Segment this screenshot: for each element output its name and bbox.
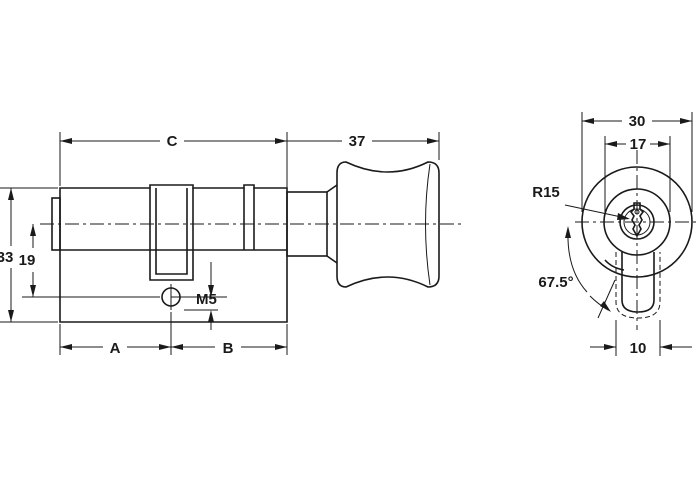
dimension-30: 30 bbox=[581, 112, 693, 212]
front-view: 30 17 R15 67.5° bbox=[532, 112, 699, 357]
dim-19-label: 19 bbox=[19, 252, 36, 269]
dimension-a: A bbox=[59, 312, 172, 357]
dimension-m5: M5 bbox=[171, 262, 227, 330]
side-view: C 37 33 19 bbox=[0, 132, 462, 357]
dim-37-label: 37 bbox=[349, 133, 366, 150]
dim-c-label: C bbox=[167, 133, 178, 150]
dimension-c: C bbox=[59, 132, 288, 188]
cam-slot bbox=[149, 188, 194, 281]
dimension-17: 17 bbox=[604, 136, 671, 212]
dimension-b: B bbox=[171, 324, 288, 357]
dim-30-label: 30 bbox=[629, 113, 646, 130]
dimension-19: 19 bbox=[19, 224, 160, 298]
dimension-r15: R15 bbox=[532, 184, 630, 220]
dim-m5-label: M5 bbox=[196, 291, 217, 308]
dim-angle-label: 67.5° bbox=[538, 274, 573, 291]
dim-10-label: 10 bbox=[630, 340, 647, 357]
dimension-33: 33 bbox=[0, 187, 58, 323]
dim-17-label: 17 bbox=[630, 136, 647, 153]
dim-33-label: 33 bbox=[0, 249, 13, 266]
cam-lobe bbox=[615, 252, 661, 319]
dimension-angle: 67.5° bbox=[538, 226, 616, 319]
cam-profile bbox=[604, 259, 625, 271]
dim-r15-label: R15 bbox=[532, 184, 560, 201]
dimension-37: 37 bbox=[287, 132, 440, 160]
cylinder-body bbox=[51, 184, 288, 323]
dimension-10: 10 bbox=[590, 320, 692, 357]
dim-a-label: A bbox=[110, 340, 121, 357]
dim-b-label: B bbox=[223, 340, 234, 357]
